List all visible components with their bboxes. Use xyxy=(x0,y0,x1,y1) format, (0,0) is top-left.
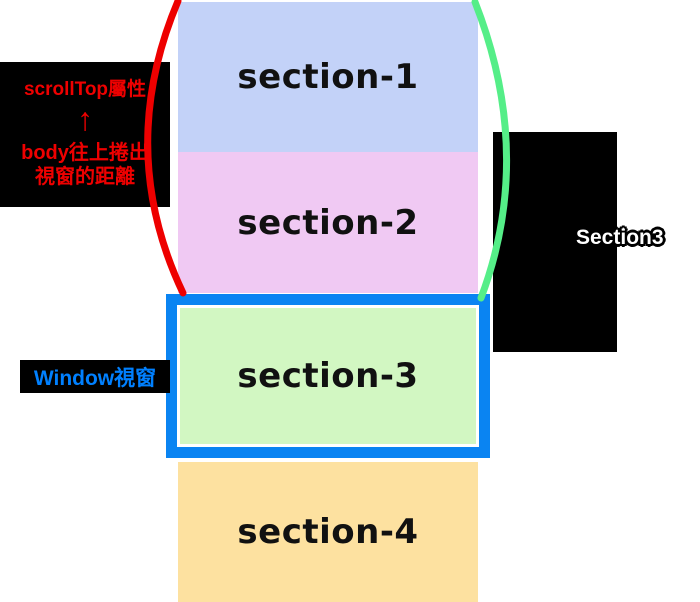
right-callout-text: Section3 xyxy=(576,226,664,249)
window-label-text: Window視窗 xyxy=(33,366,157,390)
right-callout-box xyxy=(493,132,617,352)
scrolltop-desc-line1: body往上捲出 xyxy=(21,142,149,164)
window-label-box: Window視窗 xyxy=(20,360,170,393)
scrolltop-callout-box: scrollTop屬性 ↑ body往上捲出 視窗的距離 xyxy=(0,62,170,207)
section-1-block: section-1 xyxy=(178,2,478,152)
section-3-label: section-3 xyxy=(237,356,419,396)
section-2-block: section-2 xyxy=(178,152,478,293)
scrolltop-desc-line2: 視窗的距離 xyxy=(35,166,135,188)
up-arrow-icon: ↑ xyxy=(77,101,93,137)
section-4-label: section-4 xyxy=(237,512,419,552)
section-1-label: section-1 xyxy=(237,57,419,97)
section-4-block: section-4 xyxy=(178,462,478,602)
window-viewport-frame: section-3 xyxy=(166,294,490,458)
section-2-label: section-2 xyxy=(237,202,419,243)
scrolltop-title: scrollTop屬性 xyxy=(23,79,147,100)
